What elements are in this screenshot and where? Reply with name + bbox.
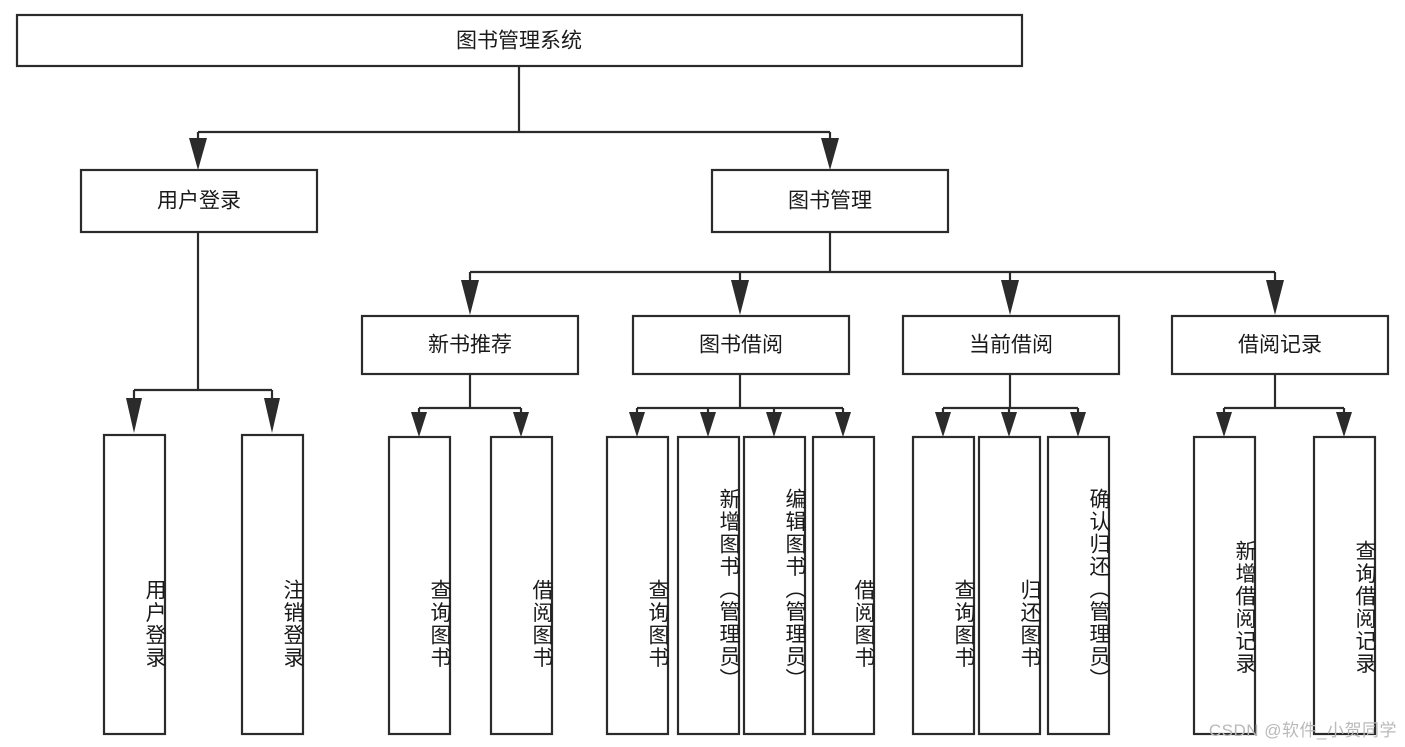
node-current-borrow-label: 当前借阅: [969, 334, 1053, 357]
arrowhead-leaf-add-record: [1216, 412, 1232, 437]
node-book-borrow-label: 图书借阅: [699, 334, 783, 357]
node-leaf-return-book[interactable]: [977, 435, 1042, 736]
arrowhead-book-manage: [821, 138, 839, 170]
arrowhead-leaf-borrow-book-1: [513, 412, 529, 437]
arrowhead-new-book-recommend: [461, 280, 479, 315]
arrowhead-leaf-add-book: [700, 412, 716, 437]
node-leaf-add-book[interactable]: [676, 435, 741, 736]
node-leaf-query-book-1[interactable]: [387, 435, 452, 736]
arrowhead-leaf-query-record: [1336, 412, 1352, 437]
node-borrow-record[interactable]: [1170, 314, 1390, 376]
node-leaf-query-book-3[interactable]: [911, 435, 976, 736]
node-leaf-query-record[interactable]: [1312, 435, 1377, 736]
node-leaf-user-login[interactable]: [102, 433, 167, 736]
node-user-login[interactable]: [79, 168, 319, 234]
connector-layer: [126, 66, 1352, 437]
arrowhead-user-login: [189, 138, 207, 170]
arrowhead-leaf-confirm-return: [1070, 412, 1086, 437]
node-leaf-edit-book[interactable]: [742, 435, 807, 736]
node-leaf-add-record[interactable]: [1192, 435, 1257, 736]
arrowhead-leaf-return-book: [1001, 412, 1017, 437]
node-leaf-query-book-2[interactable]: [605, 435, 670, 736]
node-leaf-borrow-book-2[interactable]: [811, 435, 876, 736]
arrowhead-leaf-logout: [264, 398, 280, 433]
arrowhead-current-borrow: [1001, 280, 1019, 315]
arrowhead-leaf-borrow-book-2: [835, 412, 851, 437]
arrowhead-leaf-edit-book: [766, 412, 782, 437]
node-leaf-confirm-return[interactable]: [1046, 435, 1111, 736]
node-book-manage[interactable]: [710, 168, 950, 234]
node-root-label: 图书管理系统: [456, 30, 582, 53]
node-new-book-recommend-label: 新书推荐: [428, 334, 512, 357]
node-leaf-logout[interactable]: [240, 433, 305, 736]
node-current-borrow[interactable]: [901, 314, 1121, 376]
node-book-borrow[interactable]: [631, 314, 851, 376]
node-root-book-management-system[interactable]: [15, 13, 1024, 68]
node-borrow-record-label: 借阅记录: [1238, 334, 1322, 357]
arrowhead-book-borrow: [731, 280, 749, 315]
csdn-watermark: CSDN @软件_小贺同学: [1208, 721, 1397, 740]
node-layer: 图书管理系统 用户登录 图书管理 新书推荐 图书借阅 当前借阅 借阅记录: [15, 13, 1390, 736]
arrowhead-leaf-query-book-3: [935, 412, 951, 437]
node-book-manage-label: 图书管理: [788, 190, 872, 213]
node-new-book-recommend[interactable]: [360, 314, 580, 376]
node-leaf-borrow-book-1[interactable]: [489, 435, 554, 736]
arrowhead-leaf-query-book-1: [411, 412, 427, 437]
node-user-login-label: 用户登录: [157, 190, 241, 213]
arrowhead-leaf-query-book-2: [629, 412, 645, 437]
arrowhead-leaf-user-login: [126, 398, 142, 433]
arrowhead-borrow-record: [1266, 280, 1284, 315]
